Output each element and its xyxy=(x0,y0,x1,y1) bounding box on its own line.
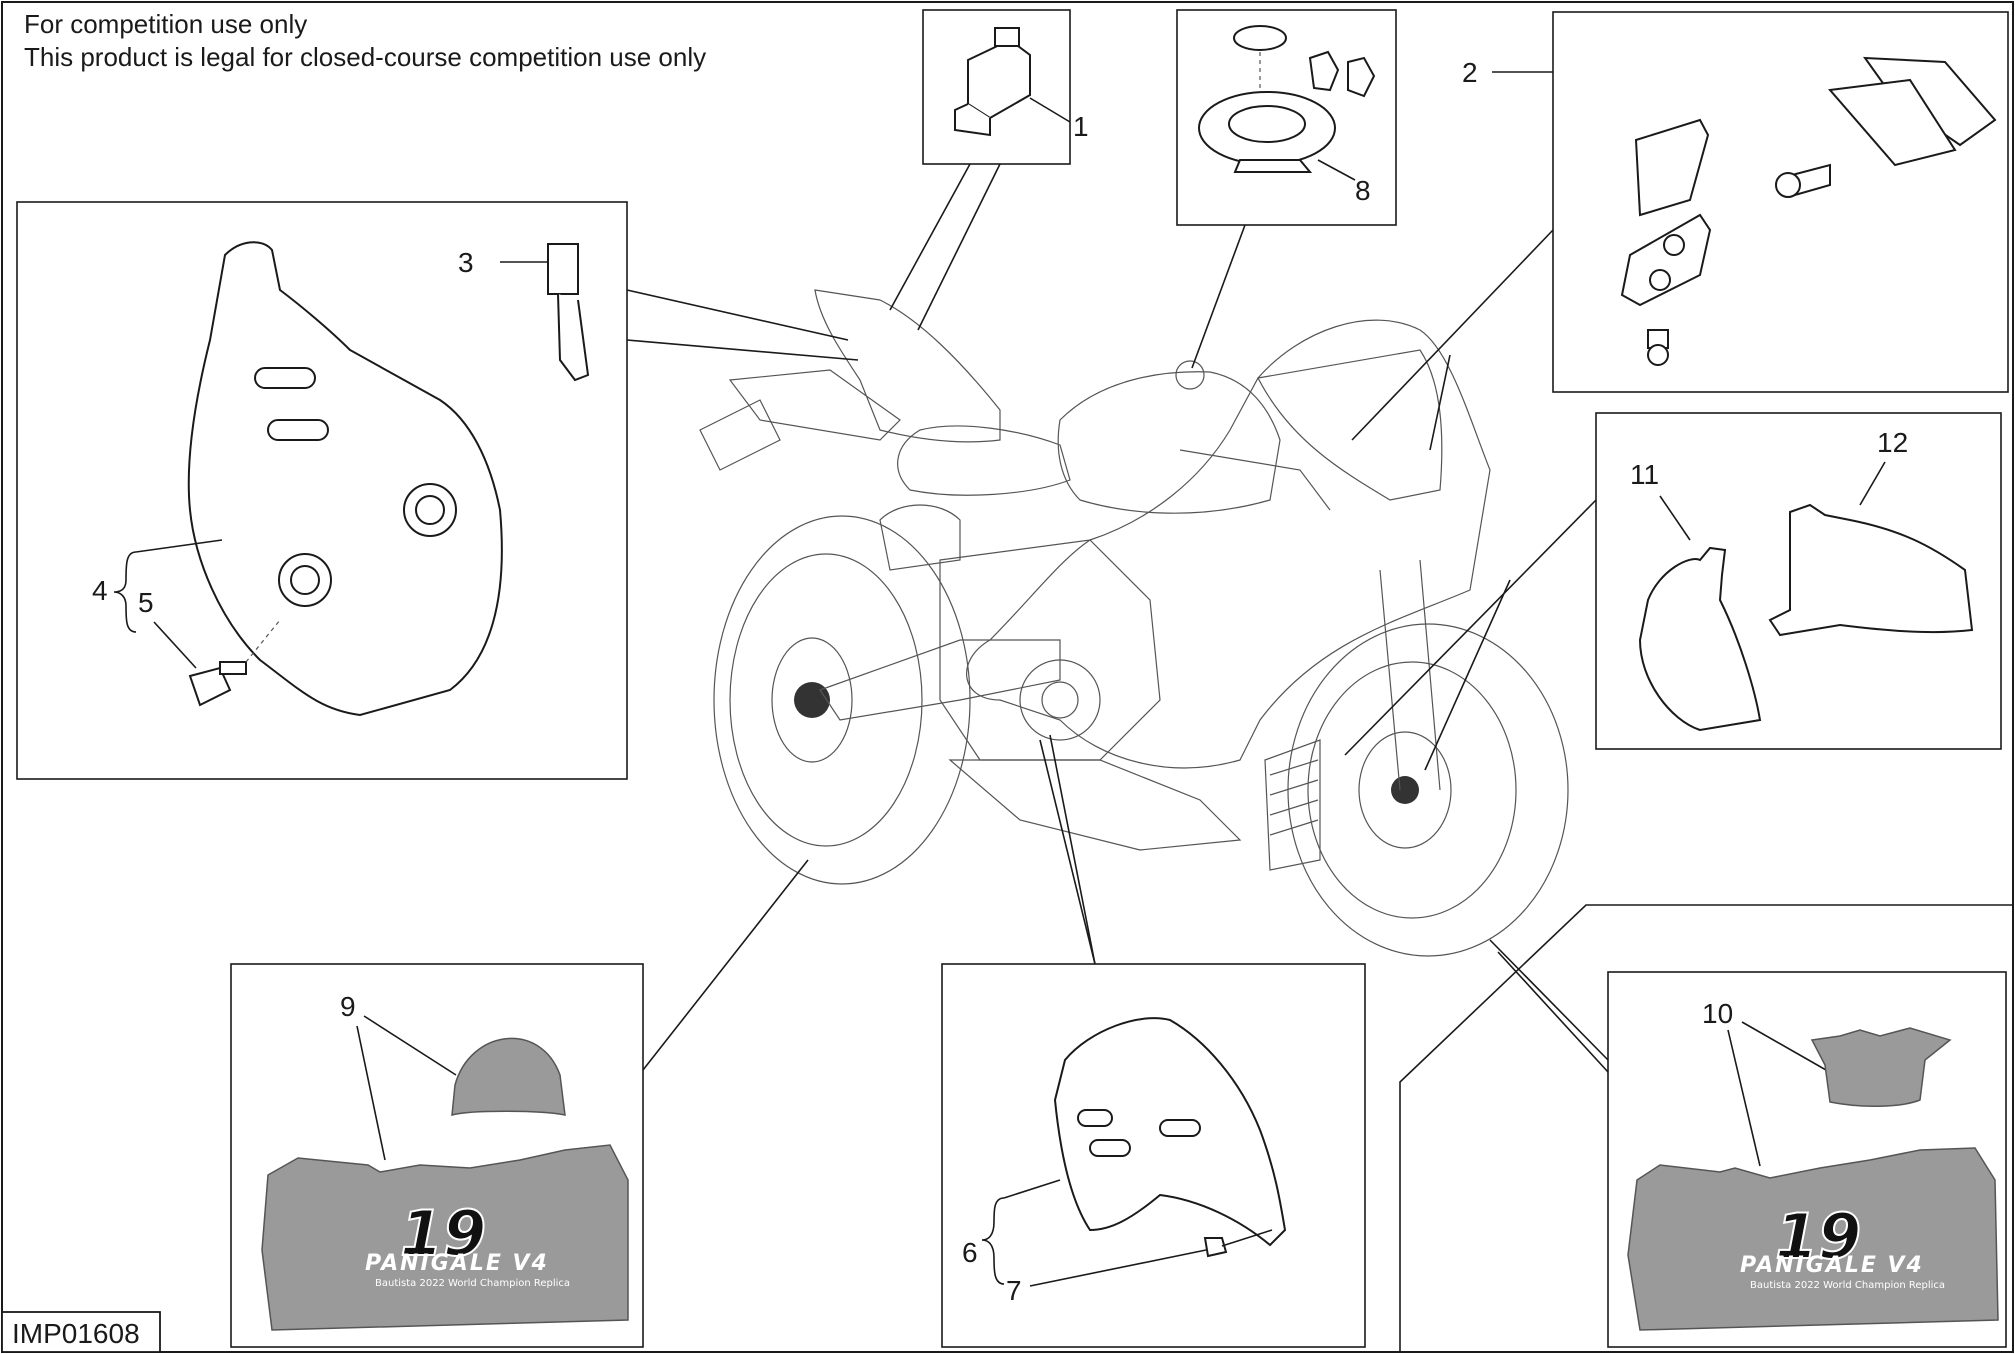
exhaust-heat-shield xyxy=(187,241,503,717)
callout-9: 9 xyxy=(340,991,356,1022)
tank-pad-decal xyxy=(451,1037,566,1117)
callout-7: 7 xyxy=(1006,1275,1022,1306)
callout-2: 2 xyxy=(1462,57,1478,88)
callout-4: 4 xyxy=(92,575,108,606)
motorcycle-illustration xyxy=(699,289,1569,957)
fuel-tank xyxy=(1057,371,1281,514)
swingarm xyxy=(819,639,1061,721)
decal-number-front: 19 xyxy=(1775,1200,1861,1273)
competition-notice: For competition use only xyxy=(24,9,308,39)
harness-connector xyxy=(547,243,590,382)
decal-title-front: PANIGALE V4 xyxy=(1740,1253,1924,1278)
exhaust-area xyxy=(879,504,961,571)
radiator xyxy=(1264,739,1321,871)
shield-screw xyxy=(188,661,247,707)
fuel-cap-kit xyxy=(1198,25,1376,173)
rear-subframe xyxy=(728,369,901,441)
mirror-block-off-plates xyxy=(1620,56,1997,366)
rear-rim xyxy=(729,553,923,847)
license-bracket xyxy=(699,399,781,471)
decal-title: PANIGALE V4 xyxy=(365,1251,549,1276)
box-parts-3-4-5: 3 4 5 xyxy=(16,201,859,780)
box-part-10: 10 19 PANIGALE V4 Bautista 2022 World Ch… xyxy=(1607,971,2007,1348)
handlebar xyxy=(1179,449,1331,511)
front-fairing xyxy=(966,319,1491,769)
front-rim xyxy=(1307,661,1517,919)
seat xyxy=(897,425,1071,496)
callout-11: 11 xyxy=(1630,459,1659,490)
reference-code: IMP01608 xyxy=(12,1318,140,1349)
callout-10: 10 xyxy=(1702,998,1733,1029)
box-part-9: 9 19 PANIGALE V4 Bautista 2022 World Cha… xyxy=(230,859,809,1348)
box-part-8: 8 xyxy=(1176,9,1397,369)
box-part-1: 1 xyxy=(889,9,1089,331)
belly-pan xyxy=(948,759,1242,851)
box-parts-6-7: 6 7 xyxy=(941,734,1366,1348)
rear-tyre xyxy=(713,515,971,885)
frame-plug-right xyxy=(1768,503,1974,637)
frame-plug-left xyxy=(1638,546,1762,732)
side-decal xyxy=(261,1144,629,1331)
front-tyre xyxy=(1287,623,1569,957)
callout-12: 12 xyxy=(1877,427,1908,458)
callout-3: 3 xyxy=(458,247,474,278)
tail-section xyxy=(814,289,1001,443)
front-fork xyxy=(1379,559,1441,791)
callout-8: 8 xyxy=(1355,175,1371,206)
front-side-decal xyxy=(1627,1147,1999,1331)
clutch-cover xyxy=(1053,1017,1287,1247)
leader-frame-right xyxy=(1399,904,2013,1352)
windscreen xyxy=(1257,349,1443,501)
clutch-cover-on-bike xyxy=(1019,659,1101,741)
callout-5: 5 xyxy=(138,587,154,618)
connector-module xyxy=(954,27,1031,137)
nose-decal xyxy=(1810,1027,1952,1107)
decal-subtitle-front: Bautista 2022 World Champion Replica xyxy=(1750,1280,1945,1291)
callout-1: 1 xyxy=(1073,111,1089,142)
box-parts-11-12: 11 12 xyxy=(1344,412,2002,771)
callout-6: 6 xyxy=(962,1237,978,1268)
clutch-cover-screw xyxy=(1203,1229,1273,1258)
reference-box xyxy=(1,1311,161,1353)
engine-block xyxy=(939,539,1161,761)
decal-number: 19 xyxy=(400,1197,486,1270)
box-part-2: 2 xyxy=(1351,11,2009,451)
legal-notice: This product is legal for closed-course … xyxy=(24,42,707,72)
decal-subtitle: Bautista 2022 World Champion Replica xyxy=(375,1278,570,1289)
